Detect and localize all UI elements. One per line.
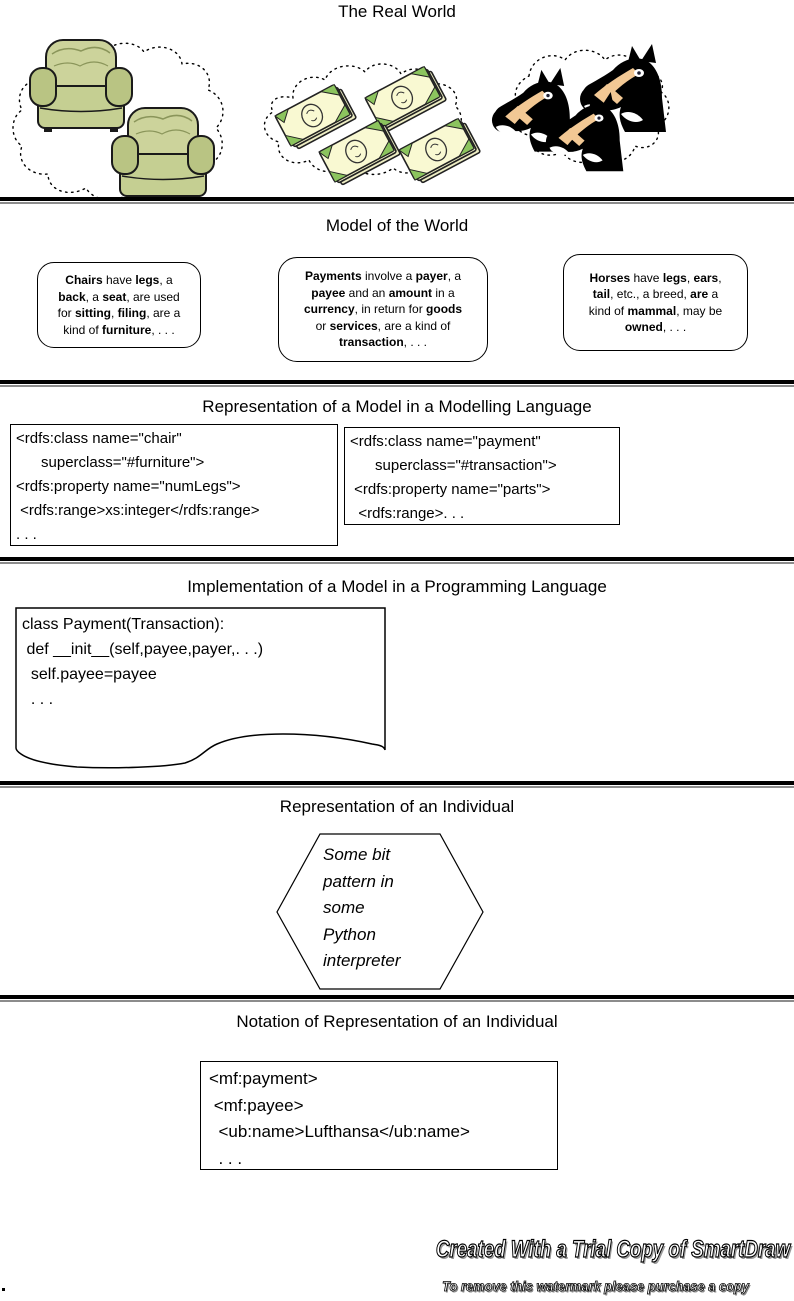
thought-cloud-chairs	[12, 39, 224, 201]
stray-dot	[2, 1288, 5, 1291]
section-divider	[0, 380, 794, 387]
section-title-real-world: The Real World	[338, 2, 456, 21]
section-divider	[0, 557, 794, 564]
document-shape	[15, 607, 386, 769]
section-divider	[0, 781, 794, 788]
section-divider	[0, 995, 794, 1002]
armchair-clipart	[111, 107, 215, 201]
section-divider	[0, 197, 794, 204]
model-box-horses: Horses have legs, ears,tail, etc., a bre…	[563, 254, 748, 351]
section-title-modelling: Representation of a Model in a Modelling…	[202, 397, 592, 416]
section-title-implementation: Implementation of a Model in a Programmi…	[187, 577, 607, 596]
hexagon-shape	[276, 833, 484, 990]
rdfs-chair-code-box: <rdfs:class name="chair" superclass="#fu…	[10, 424, 338, 546]
section-title-notation: Notation of Representation of an Individ…	[236, 1012, 558, 1031]
smartdraw-watermark-subtitle: To remove this watermark please purchase…	[442, 1279, 750, 1295]
mf-payment-code-box: <mf:payment> <mf:payee> <ub:name>Lufthan…	[200, 1061, 558, 1170]
armchair-clipart	[29, 39, 133, 133]
thought-cloud-horses	[491, 44, 670, 172]
python-code: class Payment(Transaction): def __init__…	[22, 616, 264, 708]
section-title-model: Model of the World	[325, 216, 469, 235]
section-title-individual: Representation of an Individual	[279, 797, 515, 816]
thought-cloud-money	[263, 63, 482, 189]
rdfs-payment-code-box: <rdfs:class name="payment" superclass="#…	[344, 427, 620, 525]
smartdraw-watermark: Created With a Trial Copy of SmartDraw	[435, 1235, 790, 1263]
